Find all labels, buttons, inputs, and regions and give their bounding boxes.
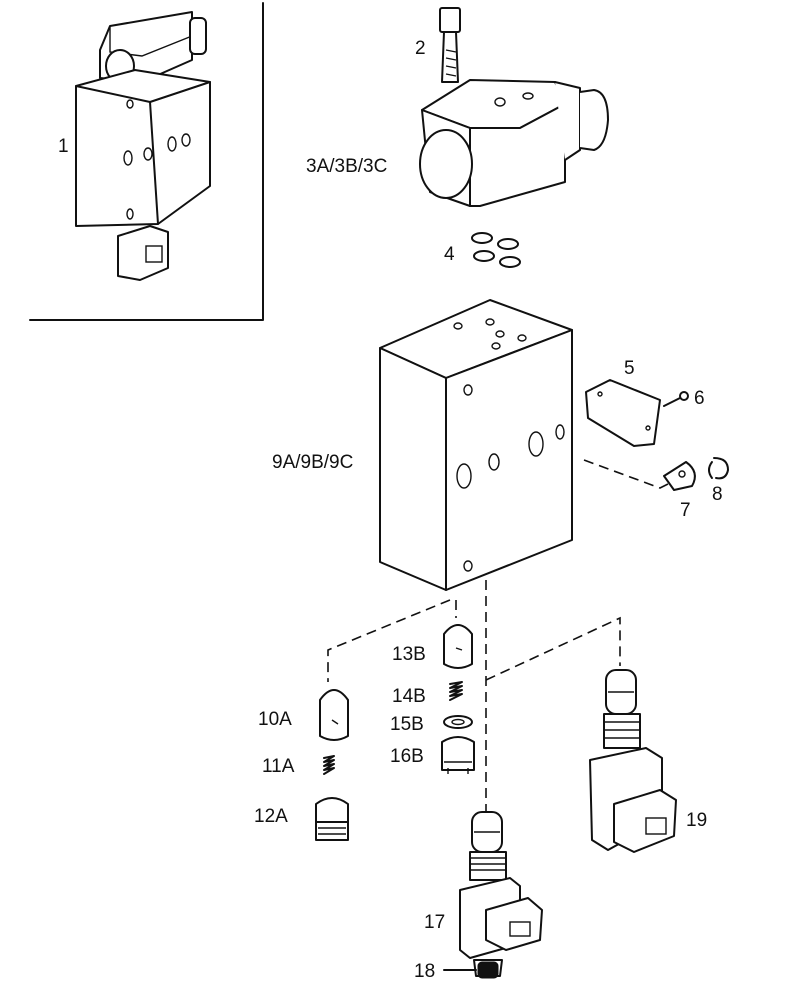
- part-9-manifold-block: [379, 299, 573, 591]
- inset-frame: [29, 2, 264, 321]
- part-17-cartridge-valve: [459, 811, 543, 977]
- part-18-knob: [477, 961, 499, 979]
- part-14b-spring: [449, 681, 463, 701]
- part-10a-cap: [319, 689, 349, 741]
- label-10a: 10A: [258, 709, 292, 730]
- part-11a-spring: [323, 755, 335, 775]
- part-8-circlip: [708, 457, 729, 480]
- leader-19: [485, 616, 621, 681]
- part-6-screw: [663, 391, 689, 407]
- label-1: 1: [58, 136, 69, 157]
- label-7: 7: [680, 500, 691, 521]
- part-2-bolt: [439, 7, 461, 83]
- label-3: 3A/3B/3C: [306, 156, 387, 177]
- part-7-washer: [663, 461, 696, 491]
- part-16b-plug: [441, 736, 475, 774]
- part-3-solenoid-valve: [419, 79, 609, 207]
- label-12a: 12A: [254, 806, 288, 827]
- label-16b: 16B: [390, 746, 424, 767]
- part-5-cover-plate: [585, 379, 661, 447]
- label-4: 4: [444, 244, 455, 265]
- label-5: 5: [624, 358, 635, 379]
- part-4-o-rings: [471, 232, 521, 268]
- label-18: 18: [414, 961, 435, 982]
- part-13b-cap: [443, 624, 473, 669]
- label-2: 2: [415, 38, 426, 59]
- label-6: 6: [694, 388, 705, 409]
- label-17: 17: [424, 912, 445, 933]
- label-19: 19: [686, 810, 707, 831]
- label-9: 9A/9B/9C: [272, 452, 353, 473]
- part-19-cartridge-valve: [589, 669, 677, 853]
- label-11a: 11A: [262, 756, 295, 777]
- part-1-valve-assembly: [75, 11, 211, 281]
- leader-7: [583, 459, 669, 489]
- part-15b-washer: [443, 715, 473, 729]
- label-8: 8: [712, 484, 723, 505]
- label-15b: 15B: [390, 714, 424, 735]
- label-13b: 13B: [392, 644, 426, 665]
- leader-10a: [327, 599, 451, 682]
- part-12a-plug: [315, 797, 349, 841]
- label-14b: 14B: [392, 686, 426, 707]
